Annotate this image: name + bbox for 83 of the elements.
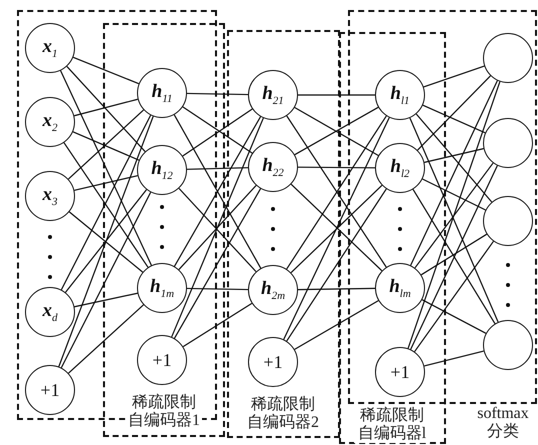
neuron-circle [248,265,298,315]
connection-line [174,188,262,339]
connection-line [68,304,144,374]
connection-line [65,189,147,293]
connection-line [60,192,152,368]
connection-line [60,70,152,266]
connection-line [298,166,375,168]
connection-line [186,167,248,170]
group-label: 稀疏限制自编码器l [354,407,430,443]
neuron-circle [483,33,533,83]
connection-line [422,299,486,334]
neuron-circle [25,287,75,337]
connection-line [409,118,499,322]
connection-line [412,189,496,324]
neuron-label: h$_{21}$ [262,83,284,107]
neuron-label: +1 [263,352,283,372]
connection-line [410,80,498,266]
neuron-circle [25,23,75,73]
connection-line [74,175,138,191]
connection-line [416,114,492,202]
connection-line [414,240,494,352]
connection-line [171,118,264,338]
connection-line [74,292,138,308]
neuron-label: h$_{l2}$ [390,156,410,180]
neuron-label: h$_{11}$ [152,81,172,105]
connection-line [182,302,252,348]
connection-line [186,288,248,290]
neuron-circle [483,196,533,246]
neuron-label: x$_{d}$ [42,300,58,324]
neuron-label: x$_{2}$ [42,110,58,134]
neuron-circle [483,118,533,168]
neuron-circle [137,263,187,313]
neuron-label: h$_{l1}$ [390,83,410,107]
connection-line [424,350,484,367]
neuron-circle [375,347,425,397]
connection-line [60,114,152,290]
connection-line [422,178,486,211]
connection-line [417,75,491,151]
neuron-circle [25,365,75,415]
neuron-label: h$_{22}$ [262,155,284,179]
neuron-circle [375,70,425,120]
neuron-circle [137,335,187,385]
neuron-label: h$_{12}$ [151,158,173,182]
neuron-circle [248,142,298,192]
group-label: 稀疏限制自编码器1 [126,394,202,430]
connection-line [283,117,390,340]
neuron-circle [25,171,75,221]
connection-line [74,98,138,116]
connection-line [186,92,248,96]
connection-line [420,234,488,276]
neuron-circle [25,97,75,147]
neuron-circle [375,143,425,193]
connection-line [410,165,498,350]
neuron-label: x$_{3}$ [42,184,58,208]
neuron-circle [248,337,298,387]
connection-line [298,94,375,96]
neuron-circle [137,68,187,118]
neuron-label: x$_{1}$ [42,36,58,60]
connection-line [294,300,379,350]
neuron-circle [483,320,533,370]
neuron-label: +1 [390,362,410,382]
connection-line [286,188,387,342]
connection-line [68,109,144,180]
connection-line [424,148,484,163]
neuron-label: h$_{1m}$ [150,276,174,300]
neuron-label: +1 [152,350,172,370]
neuron-label: h$_{2m}$ [260,278,286,302]
connection-line [414,162,494,268]
connection-line [72,56,140,84]
neuron-label: +1 [40,380,60,400]
neuron-circle [137,145,187,195]
neuron-label: h$_{lm}$ [389,276,411,300]
neuron-circle [375,263,425,313]
connection-line [298,288,376,290]
connection-line [422,104,486,134]
connection-line [423,66,485,88]
connection-line [63,142,149,268]
connection-line [408,81,500,349]
neuron-circle [248,70,298,120]
connection-line [68,211,144,273]
connection-line [66,66,146,152]
connection-line [72,131,140,161]
connection-line [58,116,154,367]
